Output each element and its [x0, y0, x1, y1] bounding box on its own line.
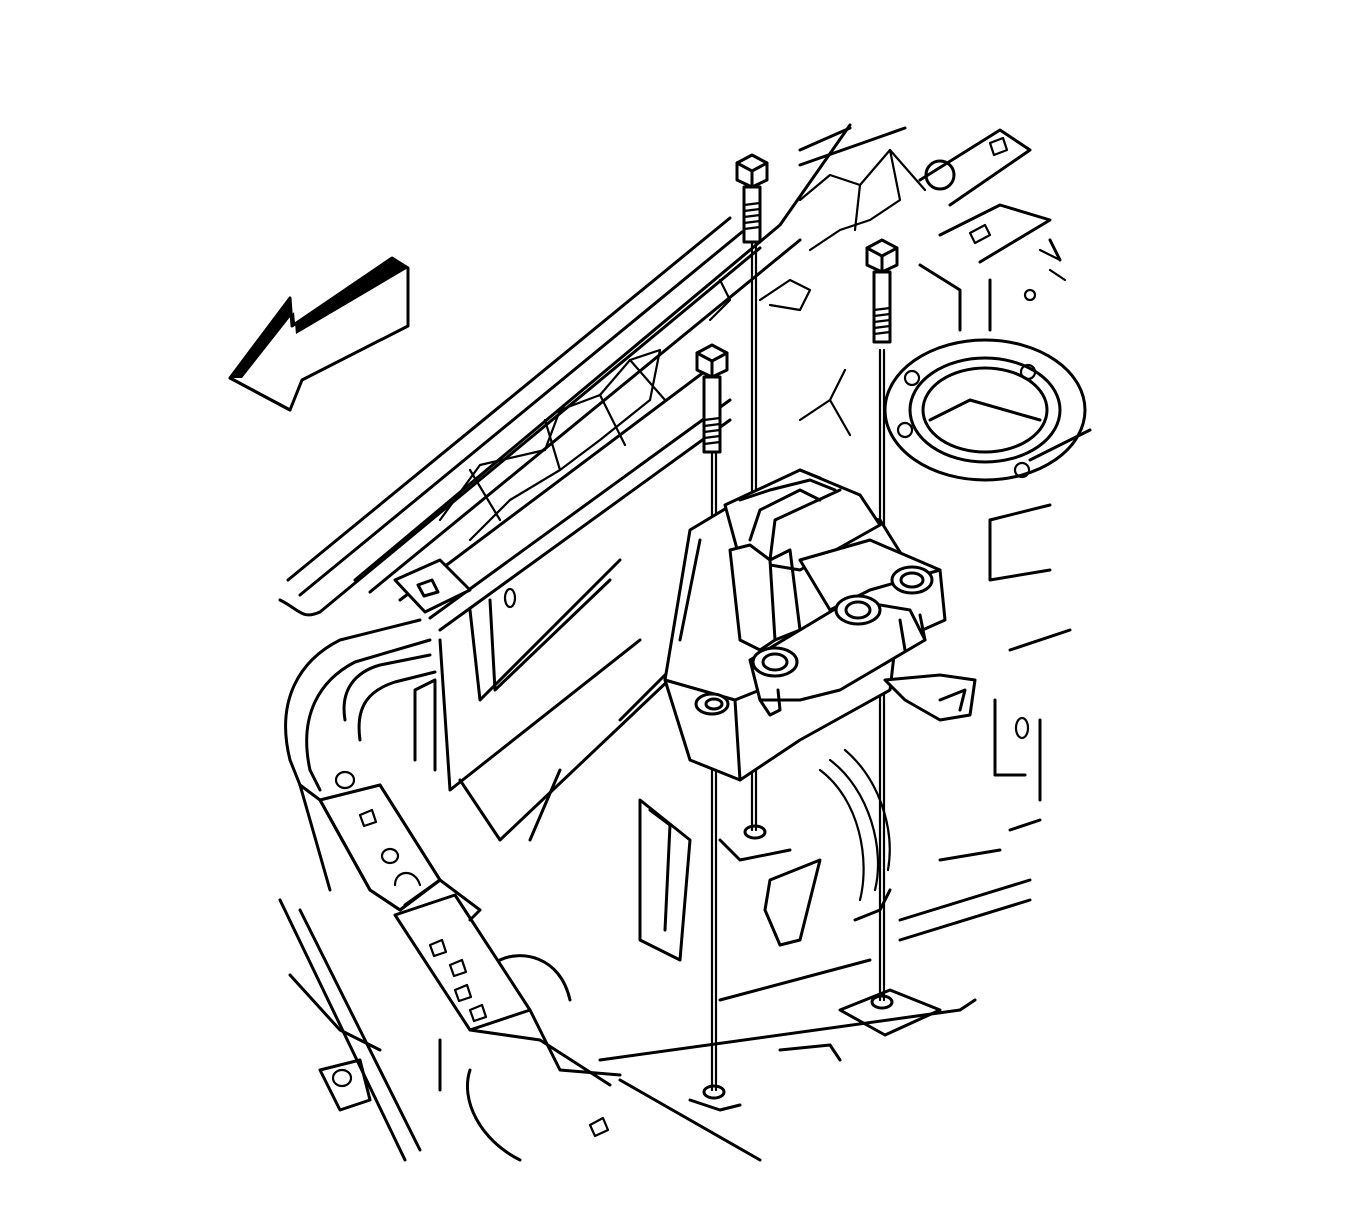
- frame-rail: [278, 123, 927, 632]
- lower-bracket: [298, 770, 622, 1087]
- bolt-icon: [695, 343, 729, 454]
- bolt-icon: [865, 238, 899, 344]
- floor-pan: [528, 638, 1032, 1162]
- bolt-icon: [735, 153, 769, 244]
- bottom-frame: [278, 898, 610, 1162]
- direction-arrow-icon: [228, 256, 410, 412]
- mount-bracket-icon: [663, 468, 977, 782]
